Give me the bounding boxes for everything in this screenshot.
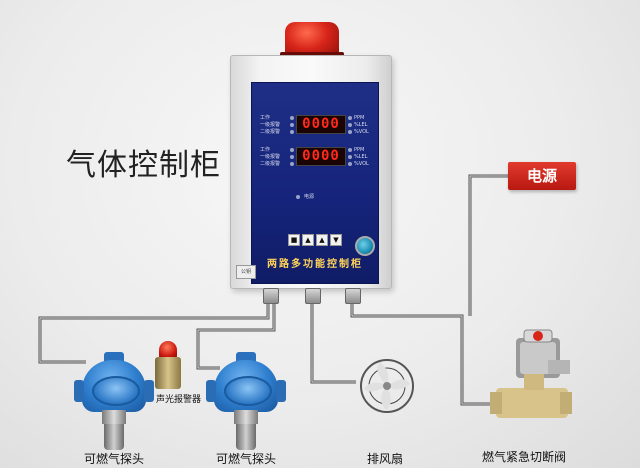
detector-1-neck bbox=[102, 410, 126, 424]
gas-control-cabinet: 工作 一级报警 二级报警 0000 PPM %LEL %VOL 工作 一级报警 … bbox=[230, 55, 392, 289]
gas-detector-2 bbox=[206, 340, 286, 450]
row1-unit-dot-3 bbox=[348, 130, 352, 134]
cable-gland-3 bbox=[345, 288, 361, 304]
sound-light-alarm-body bbox=[155, 357, 181, 389]
power-led bbox=[296, 195, 300, 199]
fan-label: 排风扇 bbox=[367, 452, 404, 466]
detector-2-cap bbox=[224, 376, 272, 406]
detector-1-label: 可燃气探头 bbox=[84, 452, 145, 466]
detector-2-ear-right bbox=[276, 380, 286, 402]
row2-unit-dot-1 bbox=[348, 148, 352, 152]
detector-2-neck bbox=[234, 410, 258, 424]
row2-unit-dot-2 bbox=[348, 155, 352, 159]
wire-fan bbox=[310, 300, 356, 384]
row2-unit-ppm: PPM bbox=[354, 147, 365, 153]
valve-label: 燃气紧急切断阀 bbox=[482, 450, 567, 464]
detector-2-ear-left bbox=[206, 380, 216, 402]
row2-label-alarm2: 二级报警 bbox=[260, 161, 281, 167]
down-button[interactable]: ▼ bbox=[330, 234, 342, 246]
key-switch-icon[interactable] bbox=[355, 236, 375, 256]
exhaust-fan bbox=[356, 355, 418, 417]
row2-label-work: 工作 bbox=[260, 147, 271, 153]
detector-2-sensor bbox=[236, 424, 256, 450]
row1-unit-dot-1 bbox=[348, 116, 352, 120]
detector-2-top bbox=[236, 352, 256, 362]
wire-power bbox=[468, 174, 508, 316]
detector-1-cap bbox=[92, 376, 140, 406]
detector-1-sensor bbox=[104, 424, 124, 450]
main-title: 气体控制柜 bbox=[66, 148, 221, 183]
row1-unit-lel: %LEL bbox=[354, 122, 368, 128]
row2-unit-dot-3 bbox=[348, 162, 352, 166]
valve-icon bbox=[490, 329, 572, 418]
row2-unit-vol: %VOL bbox=[354, 161, 369, 167]
up-button-2[interactable]: ▲ bbox=[316, 234, 328, 246]
row1-led-2 bbox=[290, 123, 294, 127]
panel-name: 两路多功能控制柜 bbox=[267, 259, 363, 270]
detector-2-label: 可燃气探头 bbox=[216, 452, 277, 466]
channel-1-display: 0000 bbox=[296, 115, 346, 134]
sound-light-alarm-icon bbox=[159, 341, 177, 359]
row2-led-1 bbox=[290, 148, 294, 152]
row2-unit-lel: %LEL bbox=[354, 154, 368, 160]
fan-icon bbox=[360, 359, 414, 413]
cable-gland-1 bbox=[263, 288, 279, 304]
power-indicator-label: 电源 bbox=[304, 194, 315, 200]
gas-detector-1 bbox=[74, 340, 154, 450]
channel-2-display: 0000 bbox=[296, 147, 346, 166]
row1-label-work: 工作 bbox=[260, 115, 271, 121]
row1-unit-vol: %VOL bbox=[354, 129, 369, 135]
detector-1-top bbox=[104, 352, 124, 362]
row2-label-alarm1: 一级报警 bbox=[260, 154, 281, 160]
menu-button[interactable]: ■ bbox=[288, 234, 300, 246]
power-label: 电源 bbox=[508, 162, 576, 190]
detector-1-ear-left bbox=[74, 380, 84, 402]
row1-led-1 bbox=[290, 116, 294, 120]
row1-label-alarm1: 一级报警 bbox=[260, 122, 281, 128]
row2-led-2 bbox=[290, 155, 294, 159]
up-button[interactable]: ▲ bbox=[302, 234, 314, 246]
sound-light-alarm-label: 声光报警器 bbox=[156, 395, 202, 405]
row1-unit-dot-2 bbox=[348, 123, 352, 127]
channel-2-row: 工作 一级报警 二级报警 0000 PPM %LEL %VOL bbox=[260, 145, 372, 167]
row1-label-alarm2: 二级报警 bbox=[260, 129, 281, 135]
row2-led-3 bbox=[290, 162, 294, 166]
cable-gland-2 bbox=[305, 288, 321, 304]
row1-led-3 bbox=[290, 130, 294, 134]
channel-1-row: 工作 一级报警 二级报警 0000 PPM %LEL %VOL bbox=[260, 113, 372, 135]
nameplate: 公钥 bbox=[236, 265, 256, 279]
detector-1-ear-right bbox=[144, 380, 154, 402]
row1-unit-ppm: PPM bbox=[354, 115, 365, 121]
